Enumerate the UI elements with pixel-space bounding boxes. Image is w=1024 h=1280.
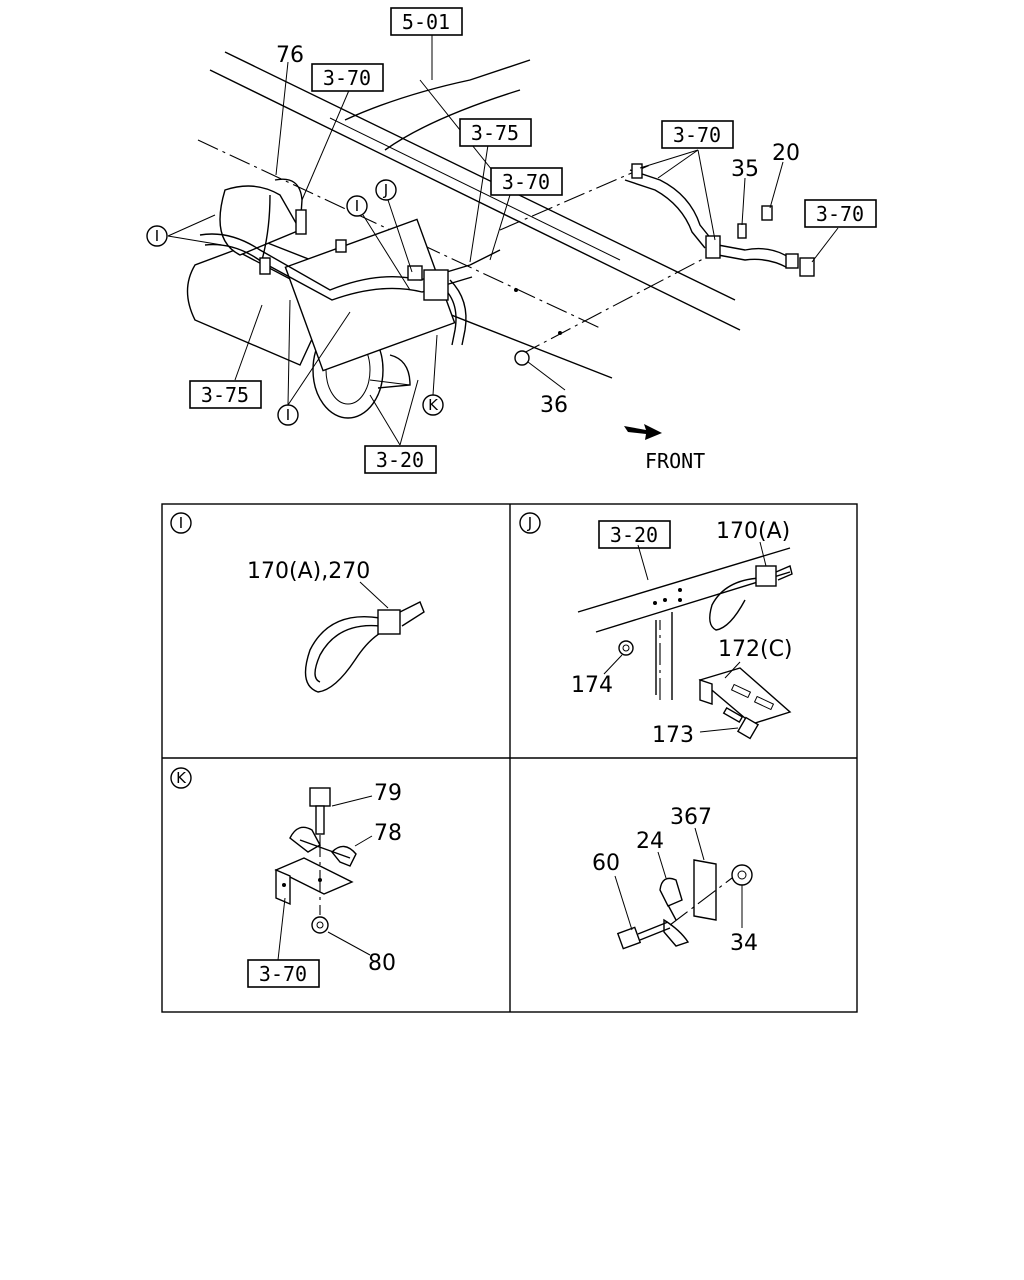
cable-tie-icon: [709, 565, 793, 631]
svg-text:I: I: [155, 227, 159, 245]
front-arrow-icon: [624, 424, 662, 440]
panel-marker: I: [179, 514, 183, 532]
ref-box-3-70-mid: 3-70: [490, 167, 563, 196]
label-80: 80: [368, 951, 396, 976]
detail-panels: [161, 503, 858, 1013]
ref-box-3-70-panel: 3-70: [247, 959, 320, 988]
panel-i: I 170(A),270: [170, 512, 425, 693]
label-174: 174: [571, 673, 613, 698]
ref-box-3-75-mid: 3-75: [459, 118, 532, 147]
ref-text: 3-70: [323, 66, 371, 90]
detail-marker-i-center: I: [346, 195, 368, 217]
panel-clamp: 367 24 60 34: [592, 805, 758, 956]
bolt-icon: [616, 921, 671, 950]
label-172c: 172(C): [718, 637, 793, 662]
bolt-icon: [722, 706, 760, 740]
ref-box-3-20-panel: 3-20: [598, 520, 671, 549]
svg-text:K: K: [428, 396, 439, 414]
detail-marker-i-left: I: [146, 225, 168, 247]
part-number-36: 36: [540, 393, 568, 418]
bracket-icon: [698, 667, 792, 725]
label-60: 60: [592, 851, 620, 876]
nut-icon: [618, 640, 634, 656]
panel-k: K 79 78 80 3-70: [170, 767, 402, 988]
detail-marker-j: J: [375, 179, 397, 201]
ref-text: 3-75: [471, 121, 519, 145]
ref-box-3-75-left: 3-75: [189, 380, 262, 409]
ref-text: 3-70: [259, 962, 307, 986]
panel-i-label: 170(A),270: [247, 559, 370, 584]
bolt-icon: [309, 787, 331, 835]
ref-text: 3-70: [502, 170, 550, 194]
panel-marker: J: [527, 514, 532, 532]
bracket-icon: [274, 857, 354, 906]
ref-text: 3-70: [673, 123, 721, 147]
part-number-35: 35: [731, 157, 759, 182]
ref-text: 3-75: [201, 383, 249, 407]
ref-text: 5-01: [402, 10, 450, 34]
part-number-76: 76: [276, 43, 304, 68]
part-number-20: 20: [772, 141, 800, 166]
ref-text: 3-70: [816, 202, 864, 226]
svg-text:I: I: [355, 197, 359, 215]
ref-text: 3-20: [610, 523, 658, 547]
leader-lines: [167, 33, 839, 446]
nut-icon: [731, 864, 753, 886]
plate-icon: [693, 859, 717, 921]
ref-box-3-20: 3-20: [364, 445, 437, 474]
label-24: 24: [636, 829, 664, 854]
panel-marker: K: [176, 769, 187, 787]
label-78: 78: [374, 821, 402, 846]
nut-icon: [311, 916, 329, 934]
ref-box-3-70-right-b: 3-70: [804, 199, 877, 228]
air-tank: [186, 185, 456, 419]
ref-box-5-01: 5-01: [390, 7, 463, 36]
detail-marker-k: K: [422, 394, 444, 416]
overview-illustration: 5-01 3-70 3-75 3-70 3-70 3-70 3-75 3-20: [146, 7, 877, 474]
svg-text:J: J: [383, 181, 388, 199]
label-34: 34: [730, 931, 758, 956]
ref-box-3-70-right-a: 3-70: [661, 120, 734, 149]
clip-icon: [289, 826, 357, 867]
ref-box-3-70-top: 3-70: [311, 63, 384, 92]
panel-j: J 3-20 170(A) 172(C) 174 173: [519, 512, 793, 748]
svg-text:I: I: [286, 406, 290, 424]
label-367: 367: [670, 805, 712, 830]
clip-icon: [659, 877, 690, 947]
label-79: 79: [374, 781, 402, 806]
detail-marker-i-bottom: I: [277, 404, 299, 426]
label-173: 173: [652, 723, 694, 748]
label-170a: 170(A): [716, 519, 790, 544]
cable-tie-icon: [304, 601, 425, 693]
front-label: FRONT: [645, 449, 705, 473]
ref-text: 3-20: [376, 448, 424, 472]
